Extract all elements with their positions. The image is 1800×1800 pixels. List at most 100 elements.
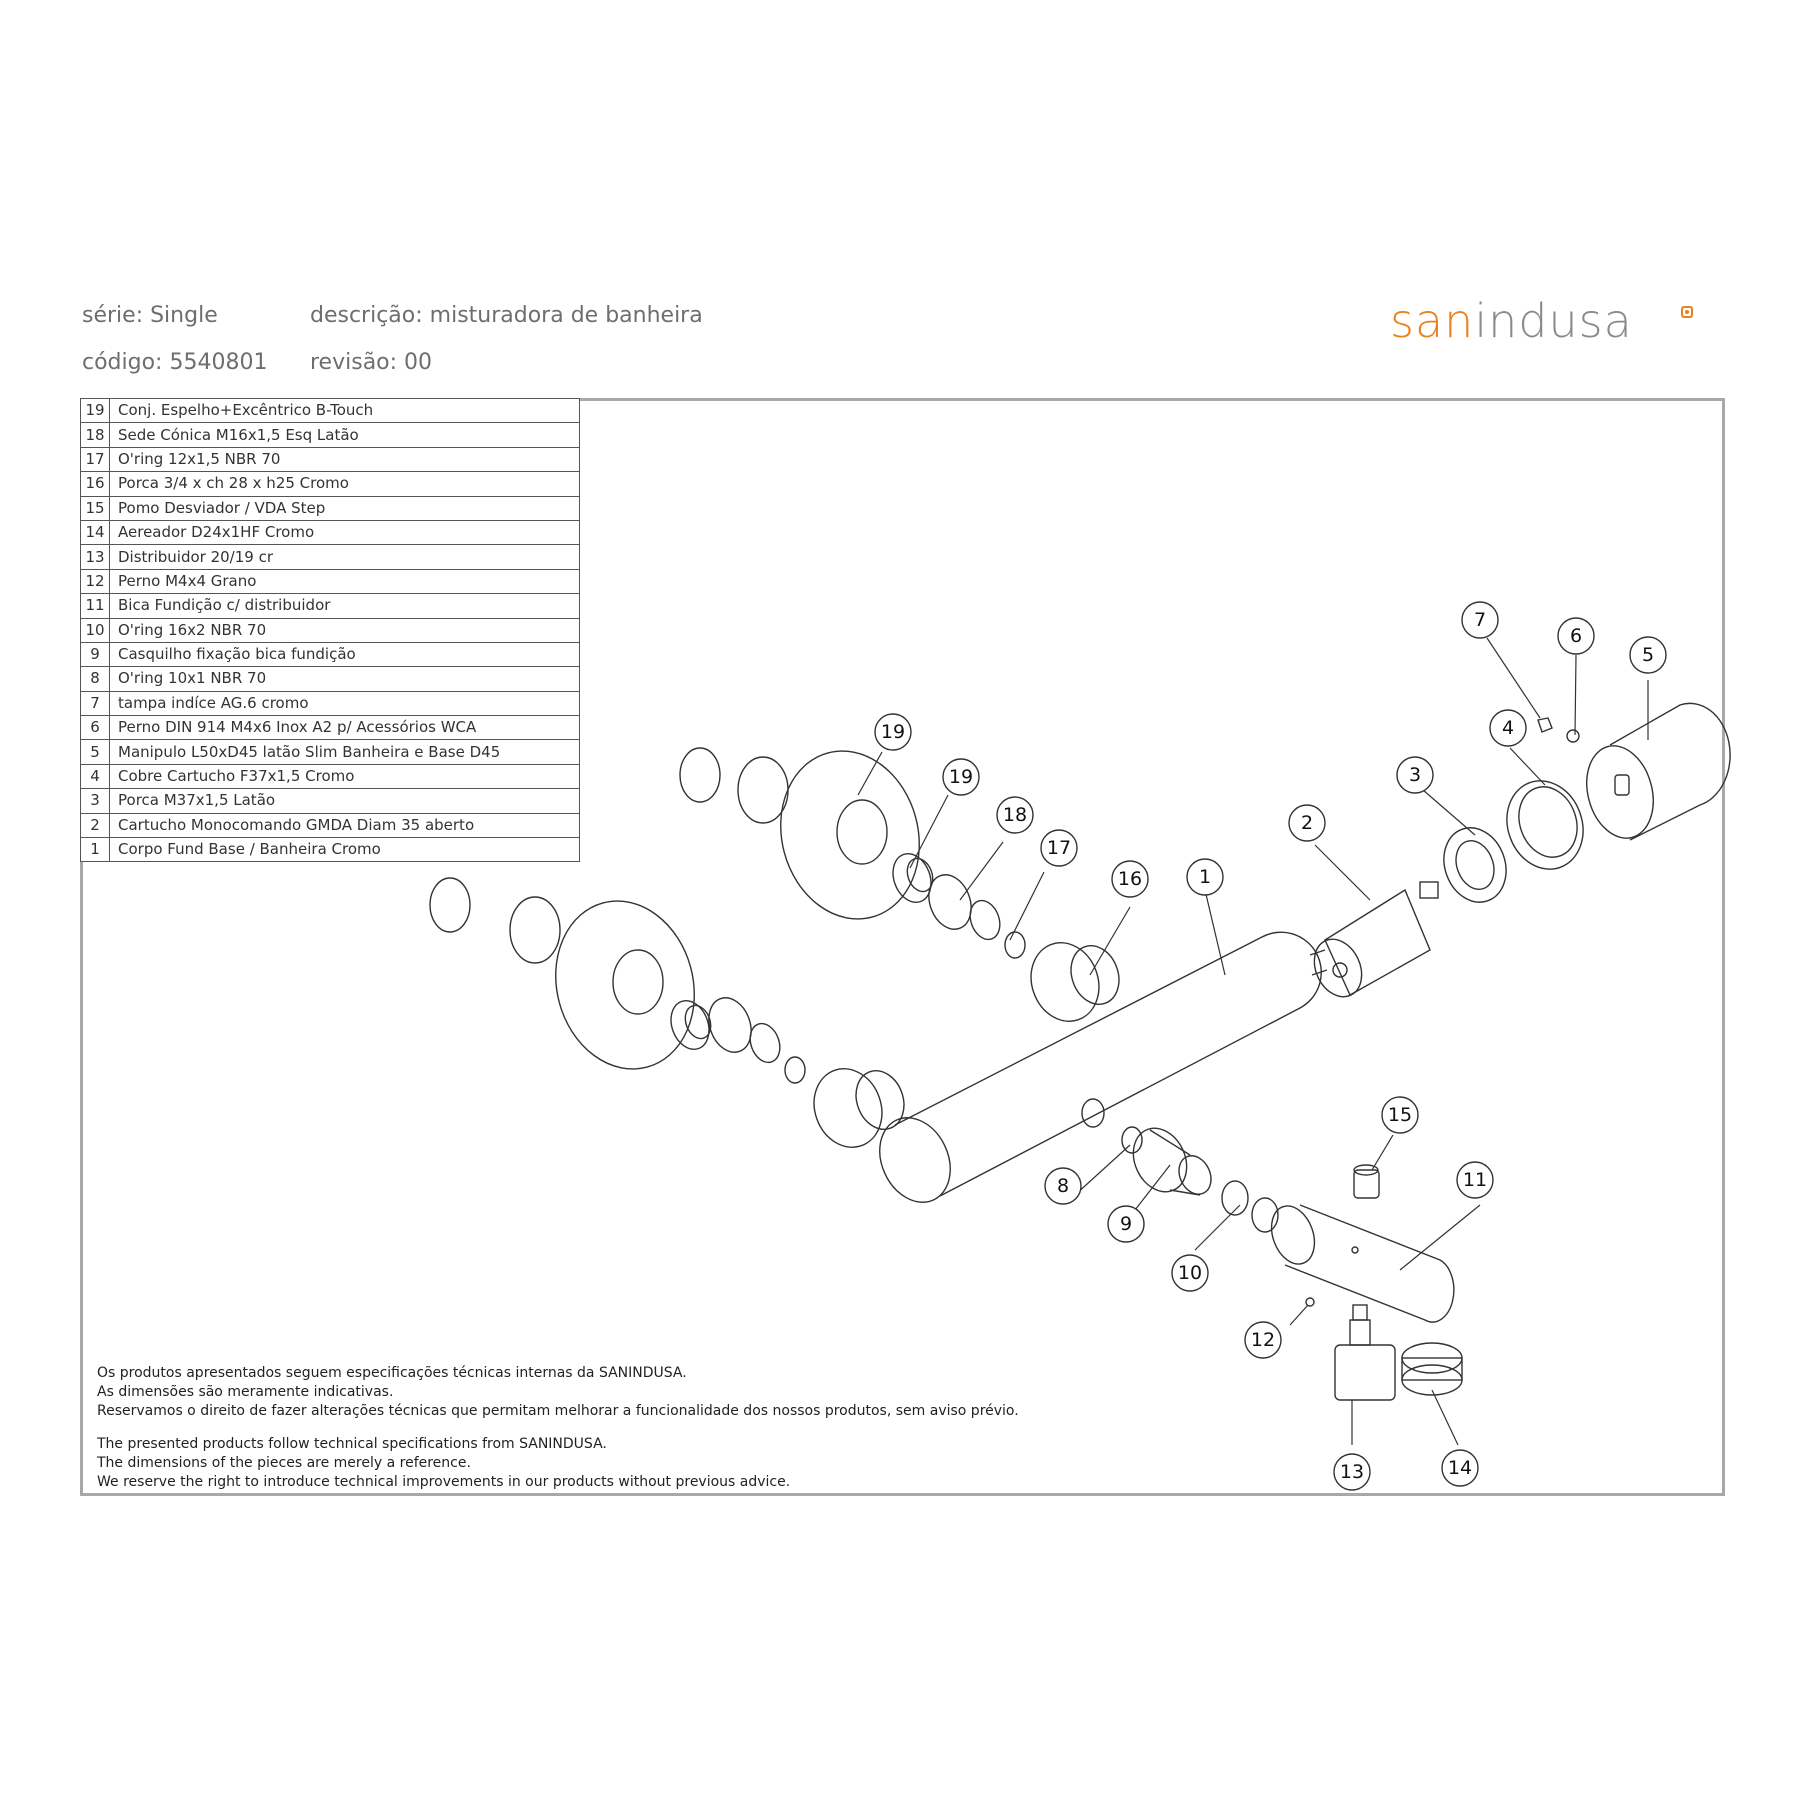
callout-9: 9: [1120, 1213, 1132, 1235]
part-number-cell: 8: [80, 666, 110, 692]
note-en-3: We reserve the right to introduce techni…: [97, 1474, 791, 1490]
part-16-nut-a-drawing: [1030, 942, 1120, 1022]
note-en-2: The dimensions of the pieces are merely …: [97, 1455, 471, 1471]
logo-text-san: san: [1390, 294, 1475, 348]
part-11-spout-drawing: [1270, 1204, 1455, 1323]
codigo-label: código: 5540801: [82, 350, 268, 375]
part-description-cell: O'ring 10x1 NBR 70: [109, 666, 580, 692]
sanindusa-logo: sanindusa: [1390, 298, 1633, 344]
callout-8: 8: [1057, 1175, 1069, 1197]
callout-10: 10: [1178, 1262, 1202, 1284]
part-number-cell: 18: [80, 422, 110, 448]
part-14-aerator-drawing: [1401, 1342, 1463, 1396]
callout-circles: [874, 601, 1667, 1491]
callout-15: 15: [1388, 1104, 1412, 1126]
part-description-cell: Aereador D24x1HF Cromo: [109, 519, 580, 546]
part-17-oring-drawing: [1004, 931, 1026, 959]
part-4-cover-drawing: [1506, 780, 1584, 870]
part-number-cell: 19: [80, 397, 110, 424]
part-2-cartridge-drawing: [1309, 881, 1439, 998]
callout-18: 18: [1003, 804, 1027, 826]
part-number-cell: 10: [80, 617, 110, 643]
logo-text-indusa: indusa: [1474, 294, 1633, 348]
part-description-cell: O'ring 12x1,5 NBR 70: [109, 446, 580, 473]
leader-lines: [857, 637, 1649, 1446]
callout-11: 11: [1463, 1169, 1487, 1191]
part-19-escutcheon-b-drawing: [429, 877, 712, 1070]
part-13-diverter-drawing: [1334, 1304, 1396, 1401]
part-number-cell: 12: [80, 568, 110, 595]
callout-14: 14: [1448, 1457, 1472, 1479]
part-8-oring-drawing: [1121, 1126, 1143, 1154]
part-15-knob-drawing: [1353, 1164, 1380, 1199]
callout-7: 7: [1474, 609, 1486, 631]
part-19-escutcheon-a-drawing: [679, 747, 934, 920]
part-description-cell: Cartucho Monocomando GMDA Diam 35 aberto: [109, 812, 580, 839]
part-number-cell: 1: [80, 837, 110, 863]
callout-12: 12: [1251, 1329, 1275, 1351]
callout-17: 17: [1047, 837, 1071, 859]
part-number-cell: 16: [80, 471, 110, 497]
part-number-cell: 17: [80, 446, 110, 473]
part-10-oring-b-drawing: [1251, 1197, 1279, 1233]
part-description-cell: Cobre Cartucho F37x1,5 Cromo: [109, 763, 580, 790]
callout-3: 3: [1409, 764, 1421, 786]
part-number-cell: 6: [80, 715, 110, 741]
callout-2: 2: [1301, 812, 1313, 834]
callout-16: 16: [1118, 868, 1142, 890]
part-1-body-drawing: [879, 931, 1322, 1203]
part-3-nut-drawing: [1443, 827, 1507, 903]
part-18-seat-a-drawing: [928, 874, 1001, 941]
part-17b-oring-drawing: [784, 1056, 806, 1084]
logo-mark-icon: [1681, 306, 1693, 318]
note-pt-3: Reservamos o direito de fazer alterações…: [97, 1403, 1019, 1419]
callout-1: 1: [1199, 866, 1211, 888]
part-number-cell: 11: [80, 593, 110, 619]
serie-label: série: Single: [82, 303, 218, 328]
part-description-cell: tampa indíce AG.6 cromo: [109, 690, 580, 717]
descricao-label: descrição: misturadora de banheira: [310, 303, 703, 328]
note-pt-1: Os produtos apresentados seguem especifi…: [97, 1365, 687, 1381]
part-6-drawing: [1566, 729, 1580, 743]
part-number-cell: 7: [80, 690, 110, 717]
part-description-cell: Casquilho fixação bica fundição: [109, 641, 580, 668]
part-description-cell: Distribuidor 20/19 cr: [109, 544, 580, 570]
part-description-cell: Perno DIN 914 M4x6 Inox A2 p/ Acessórios…: [109, 715, 580, 741]
part-description-cell: Porca 3/4 x ch 28 x h25 Cromo: [109, 471, 580, 497]
part-5-handle-drawing: [1586, 702, 1731, 841]
part-description-cell: Perno M4x4 Grano: [109, 568, 580, 595]
callout-19-b: 19: [881, 721, 905, 743]
part-18-seat-b-drawing: [708, 997, 781, 1064]
part-number-cell: 13: [80, 544, 110, 570]
part-16-nut-b-drawing: [813, 1068, 905, 1148]
revisao-label: revisão: 00: [310, 350, 433, 375]
part-description-cell: Corpo Fund Base / Banheira Cromo: [109, 837, 580, 863]
callout-5: 5: [1642, 644, 1654, 666]
part-number-cell: 9: [80, 641, 110, 668]
part-7-drawing: [1537, 717, 1553, 733]
callout-13: 13: [1340, 1461, 1364, 1483]
callout-4: 4: [1502, 717, 1514, 739]
callout-6: 6: [1570, 625, 1582, 647]
part-description-cell: O'ring 16x2 NBR 70: [109, 617, 580, 643]
part-12-pin-drawing: [1305, 1297, 1315, 1307]
note-en-1: The presented products follow technical …: [97, 1436, 607, 1452]
part-description-cell: Conj. Espelho+Excêntrico B-Touch: [109, 397, 580, 424]
part-description-cell: Porca M37x1,5 Latão: [109, 788, 580, 814]
